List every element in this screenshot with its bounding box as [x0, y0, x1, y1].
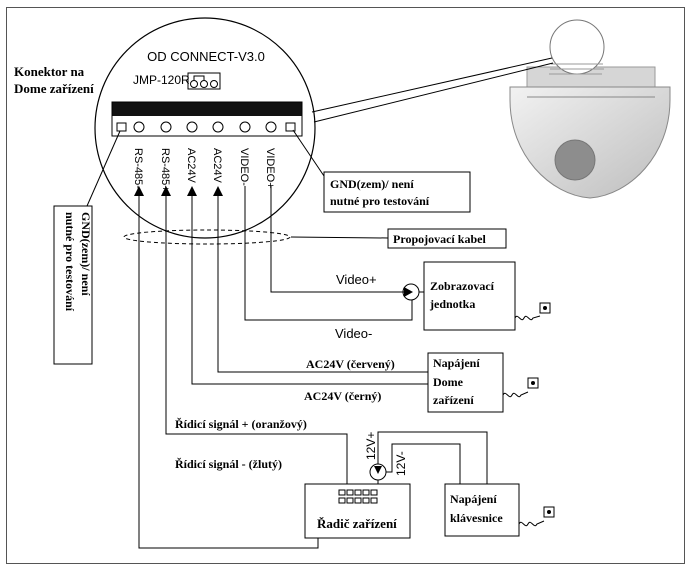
wire-ctrl-plus — [165, 196, 348, 484]
dome-camera-illustration — [509, 19, 671, 199]
dome-power-box — [427, 352, 504, 413]
terminal-rs485-plus — [160, 121, 172, 133]
wire-label-ac-red: AC24V (červený) — [306, 357, 395, 371]
cable-bundle-ellipse — [123, 229, 291, 245]
wire-video-plus — [270, 186, 404, 293]
keyboard-power-line2: klávesnice — [450, 511, 503, 525]
wire-video-minus — [244, 186, 413, 321]
arrow-ac24v-2 — [213, 186, 223, 196]
gnd-right-leader — [292, 129, 325, 177]
wire-label-ac-black: AC24V (černý) — [304, 389, 381, 403]
gnd-left-leader — [86, 130, 121, 207]
wire-label-12v-plus: 12V+ — [364, 432, 378, 460]
display-unit-box — [423, 261, 516, 331]
wire-label-ctrl-minus: Řídicí signál - (žlutý) — [175, 457, 282, 471]
pin-label-rs485-plus: RS-485+ — [159, 148, 171, 192]
wire-label-video-minus: Video- — [335, 326, 372, 341]
terminal-video-minus — [239, 121, 251, 133]
pin-label-ac24v-1: AC24V — [185, 148, 197, 184]
arrow-rs485-minus — [134, 186, 144, 196]
dome-power-line2: Dome — [433, 375, 464, 389]
jumper-block — [187, 72, 221, 90]
wire-label-ctrl-plus: Řídicí signál + (oranžový) — [175, 417, 307, 431]
connector-title: OD CONNECT-V3.0 — [147, 49, 265, 64]
terminal-block — [111, 101, 303, 137]
power-plug-icon-display — [514, 302, 551, 321]
wire-ctrl-minus — [138, 196, 319, 549]
dome-power-line3: zařízení — [433, 393, 474, 407]
cable-label-leader — [290, 236, 389, 239]
pin-label-video-plus: VIDEO+ — [264, 148, 276, 189]
keyboard-power-line1: Napájení — [450, 492, 497, 506]
connector-location-line1: Konektor na — [14, 64, 85, 79]
display-unit-line1: Zobrazovací — [430, 279, 495, 293]
zoom-line-lower — [313, 62, 554, 123]
terminal-rs485-minus — [133, 121, 145, 133]
wire-ac-red — [217, 196, 428, 373]
gnd-note-right-line2: nutné pro testování — [330, 194, 430, 208]
controller-box — [304, 483, 411, 539]
pin-label-ac24v-2: AC24V — [211, 148, 223, 184]
arrow-rs485-plus — [161, 186, 171, 196]
gnd-note-left-line2: nutné pro testování — [63, 212, 77, 312]
power-plug-icon-keyboard — [518, 506, 555, 527]
gnd-note-right-line1: GND(zem)/ není — [330, 177, 414, 191]
display-unit-line2: jednotka — [429, 297, 475, 311]
keyboard-power-box — [444, 483, 520, 537]
cable-label-box — [387, 228, 507, 249]
arrow-ac24v-1 — [187, 186, 197, 196]
gnd-note-right-box — [323, 171, 471, 213]
wire-label-video-plus: Video+ — [336, 272, 377, 287]
wire-12v-plus — [377, 431, 488, 484]
pin-label-video-minus: VIDEO- — [238, 148, 250, 186]
pin-label-rs485-minus: RS-485- — [132, 148, 144, 189]
terminal-gnd-left — [116, 122, 127, 132]
controller-label: Řadič zařízení — [317, 516, 397, 531]
outer-frame — [6, 7, 685, 564]
connector-circle — [94, 17, 316, 239]
cable-label: Propojovací kabel — [393, 232, 486, 246]
wire-ac-black — [191, 196, 428, 385]
terminal-block-top — [112, 102, 302, 116]
zoom-line-upper — [311, 57, 553, 113]
terminal-ac24v-1 — [186, 121, 198, 133]
terminal-ac24v-2 — [212, 121, 224, 133]
terminal-gnd-right — [285, 122, 296, 132]
jumper-label: JMP-120R — [133, 73, 190, 87]
gnd-note-left-box — [53, 205, 93, 365]
dome-power-line1: Napájení — [433, 356, 480, 370]
connector-location-line2: Dome zařízení — [14, 81, 94, 96]
terminal-video-plus — [265, 121, 277, 133]
wire-label-12v-minus: 12V- — [394, 451, 408, 476]
wire-12v-minus — [386, 443, 461, 484]
keypad-icon — [338, 489, 378, 504]
gnd-note-left-line1: GND(zem)/ není — [79, 212, 93, 296]
power-plug-icon-dome — [502, 377, 539, 398]
